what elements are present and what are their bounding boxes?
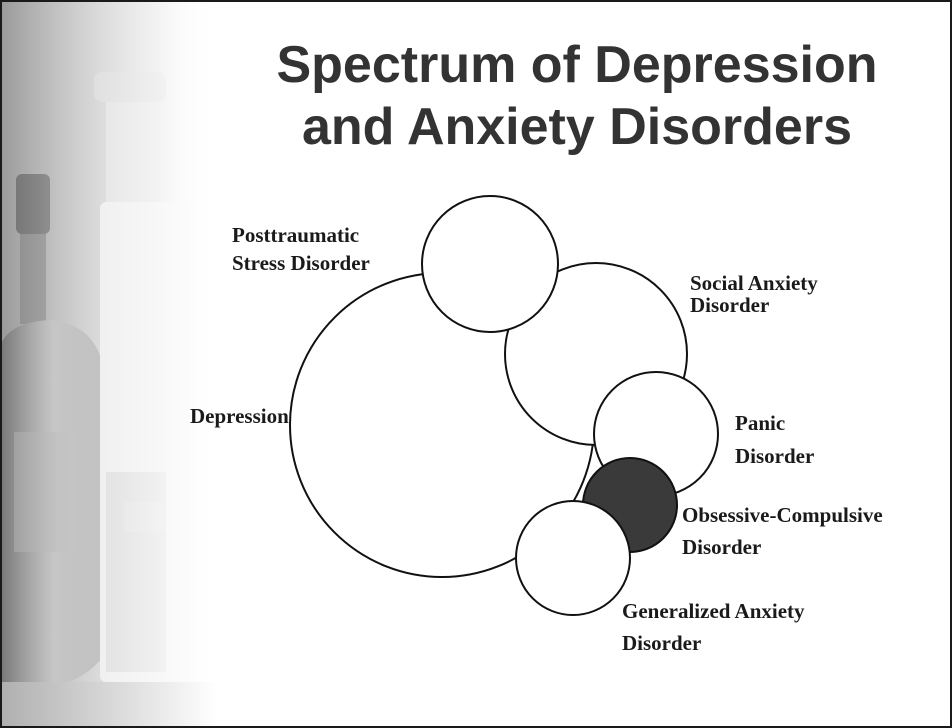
label-panic: Panic Disorder [735,412,814,467]
label-ocd: Obsessive-Compulsive Disorder [682,504,883,558]
label-gad-line-1: Generalized Anxiety [622,600,805,622]
label-ocd-line-1: Obsessive-Compulsive [682,504,883,526]
label-ocd-line-2: Disorder [682,536,883,558]
label-social-anxiety-line-1: Social Anxiety [690,272,818,294]
label-social-anxiety: Social Anxiety Disorder [690,272,818,316]
gad-circle [516,501,630,615]
label-gad-line-2: Disorder [622,632,805,654]
label-panic-line-2: Disorder [735,445,814,467]
label-social-anxiety-line-2: Disorder [690,294,818,316]
label-gad: Generalized Anxiety Disorder [622,600,805,654]
label-panic-line-1: Panic [735,412,814,434]
label-depression: Depression [190,405,289,427]
label-ptsd-line-2: Stress Disorder [232,252,370,274]
ptsd-circle [422,196,558,332]
label-ptsd: Posttraumatic Stress Disorder [232,224,370,274]
label-ptsd-line-1: Posttraumatic [232,224,370,246]
